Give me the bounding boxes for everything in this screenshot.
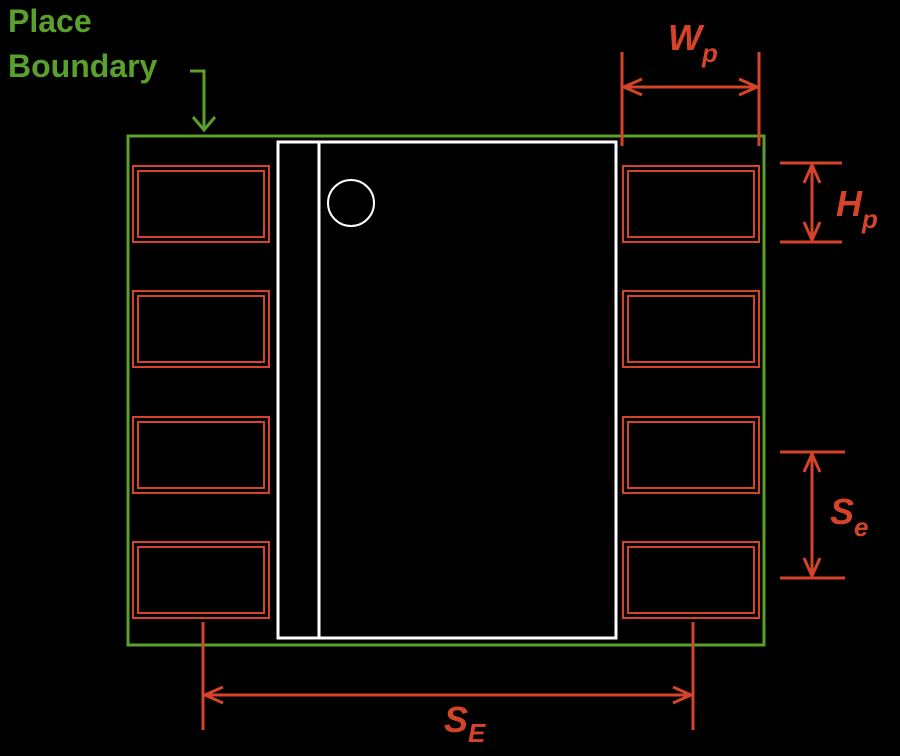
pad-left-2 xyxy=(132,290,270,368)
place-boundary xyxy=(126,134,766,647)
component-body xyxy=(276,140,618,640)
sE-label: SE xyxy=(444,699,486,748)
left-pads xyxy=(132,165,270,619)
pad-left-1 xyxy=(132,165,270,243)
right-pads xyxy=(622,165,760,619)
arrow-down-icon xyxy=(190,69,217,133)
wp-label: Wp xyxy=(668,17,718,68)
pad-right-1 xyxy=(622,165,760,243)
pad-right-3 xyxy=(622,416,760,494)
pin1-circle-icon xyxy=(327,179,375,227)
hp-label: Hp xyxy=(836,183,878,234)
se-dimension: Se xyxy=(780,450,868,580)
pad-left-4 xyxy=(132,541,270,619)
pad-right-4 xyxy=(622,541,760,619)
wp-dimension: Wp xyxy=(620,17,761,146)
sE-dimension: SE xyxy=(201,622,695,748)
place-boundary-label-line1: Place xyxy=(8,3,92,39)
pad-left-3 xyxy=(132,416,270,494)
pad-right-2 xyxy=(622,290,760,368)
place-boundary-label-line2: Boundary xyxy=(8,48,158,84)
se-label: Se xyxy=(830,491,868,542)
hp-dimension: Hp xyxy=(780,161,878,244)
